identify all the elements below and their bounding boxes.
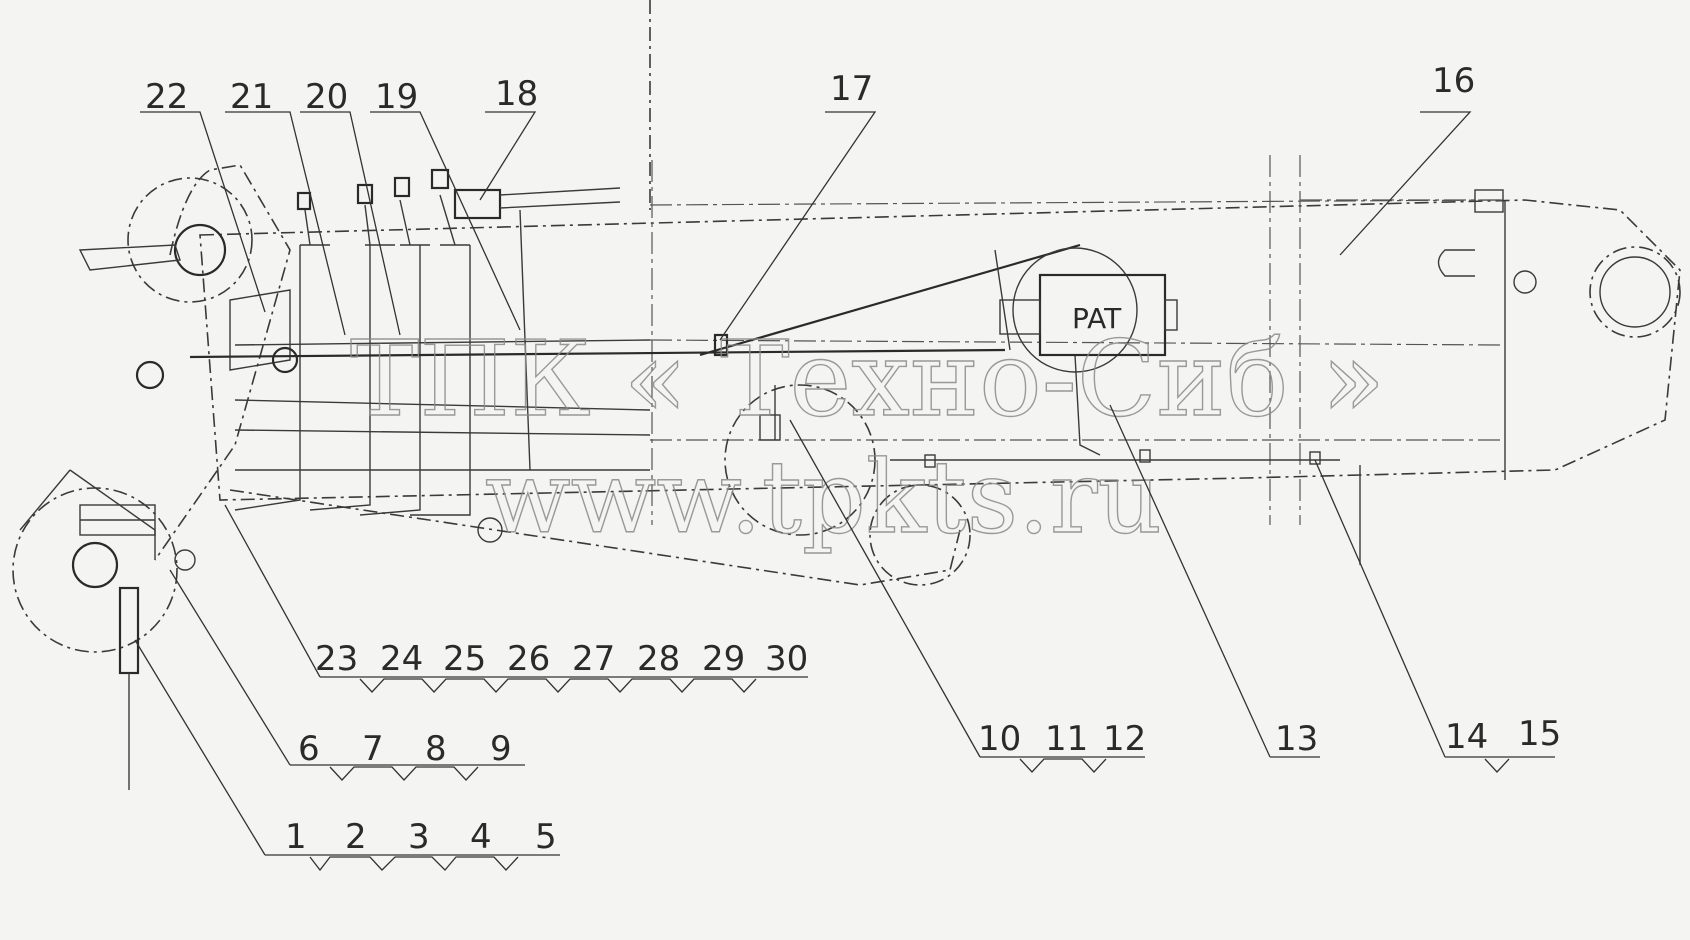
callout-22: 22 bbox=[145, 77, 188, 117]
callout-23: 23 bbox=[315, 639, 358, 679]
callout-19: 19 bbox=[375, 77, 418, 117]
callout-11: 11 bbox=[1045, 719, 1088, 759]
callout-3: 3 bbox=[408, 817, 430, 857]
callout-10: 10 bbox=[978, 719, 1021, 759]
callout-29: 29 bbox=[702, 639, 745, 679]
callout-6: 6 bbox=[298, 729, 320, 769]
callout-27: 27 bbox=[572, 639, 615, 679]
watermark: ТПК « Техно-Сиб » www.tpkts.ru bbox=[349, 317, 1386, 556]
cable-routing bbox=[189, 243, 1361, 565]
callout-12: 12 bbox=[1103, 719, 1146, 759]
callout-13: 13 bbox=[1275, 719, 1318, 759]
callout-8: 8 bbox=[425, 729, 447, 769]
leader-lines bbox=[134, 111, 1555, 872]
callout-28: 28 bbox=[637, 639, 680, 679]
boom-structure bbox=[12, 0, 1681, 653]
callout-1: 1 bbox=[285, 817, 307, 857]
callout-16: 16 bbox=[1432, 61, 1475, 101]
callout-14: 14 bbox=[1445, 717, 1488, 757]
callout-26: 26 bbox=[507, 639, 550, 679]
callout-30: 30 bbox=[765, 639, 808, 679]
callout-25: 25 bbox=[443, 639, 486, 679]
hardware-details bbox=[118, 333, 1321, 790]
watermark-url: www.tpkts.ru bbox=[485, 439, 1162, 556]
pat-unit: PAT bbox=[994, 247, 1178, 373]
callout-21: 21 bbox=[230, 77, 273, 117]
callout-20: 20 bbox=[305, 77, 348, 117]
connector-blocks bbox=[296, 168, 621, 246]
callout-5: 5 bbox=[535, 817, 557, 857]
callout-numbers: 22 21 20 19 18 17 16 23 24 25 26 27 28 2… bbox=[145, 61, 1561, 857]
callout-9: 9 bbox=[490, 729, 512, 769]
callout-7: 7 bbox=[362, 729, 384, 769]
callout-17: 17 bbox=[830, 69, 873, 109]
callout-15: 15 bbox=[1518, 714, 1561, 754]
callout-24: 24 bbox=[380, 639, 423, 679]
callout-2: 2 bbox=[345, 817, 367, 857]
callout-4: 4 bbox=[470, 817, 492, 857]
pat-label: PAT bbox=[1072, 302, 1122, 335]
callout-18: 18 bbox=[495, 74, 538, 114]
watermark-company: ТПК « Техно-Сиб » bbox=[350, 318, 1385, 440]
